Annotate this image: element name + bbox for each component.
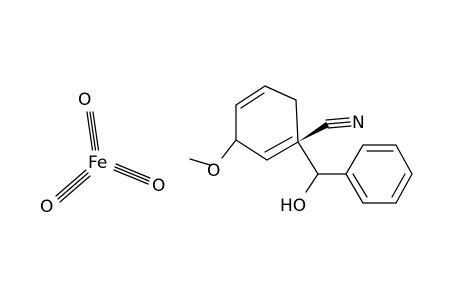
carbonyl-bond-top [86, 111, 100, 151]
carbonyl-oxygen-top: O [78, 90, 91, 110]
iron-tricarbonyl: Fe O O O [40, 90, 165, 217]
methoxy-oxygen-label: O [207, 161, 220, 181]
nitrile-nitrogen-label: N [352, 113, 365, 133]
carbonyl-oxygen-right: O [152, 176, 165, 196]
hydroxymethyl-linker: HO [280, 141, 347, 216]
hydroxyl-label: HO [280, 196, 306, 216]
nitrile-group: N [298, 113, 365, 142]
carbonyl-bond-right [113, 163, 151, 185]
iron-label: Fe [88, 153, 107, 173]
methoxy-group: O [189, 139, 237, 181]
cyclohexadiene-ring [235, 85, 299, 161]
carbonyl-oxygen-left: O [40, 197, 53, 217]
carbonyl-bond-left [55, 169, 91, 203]
stereo-wedge-bond [298, 122, 329, 142]
cyclohexadiene-molecule: O N HO [189, 85, 413, 216]
phenyl-ring [345, 144, 413, 204]
